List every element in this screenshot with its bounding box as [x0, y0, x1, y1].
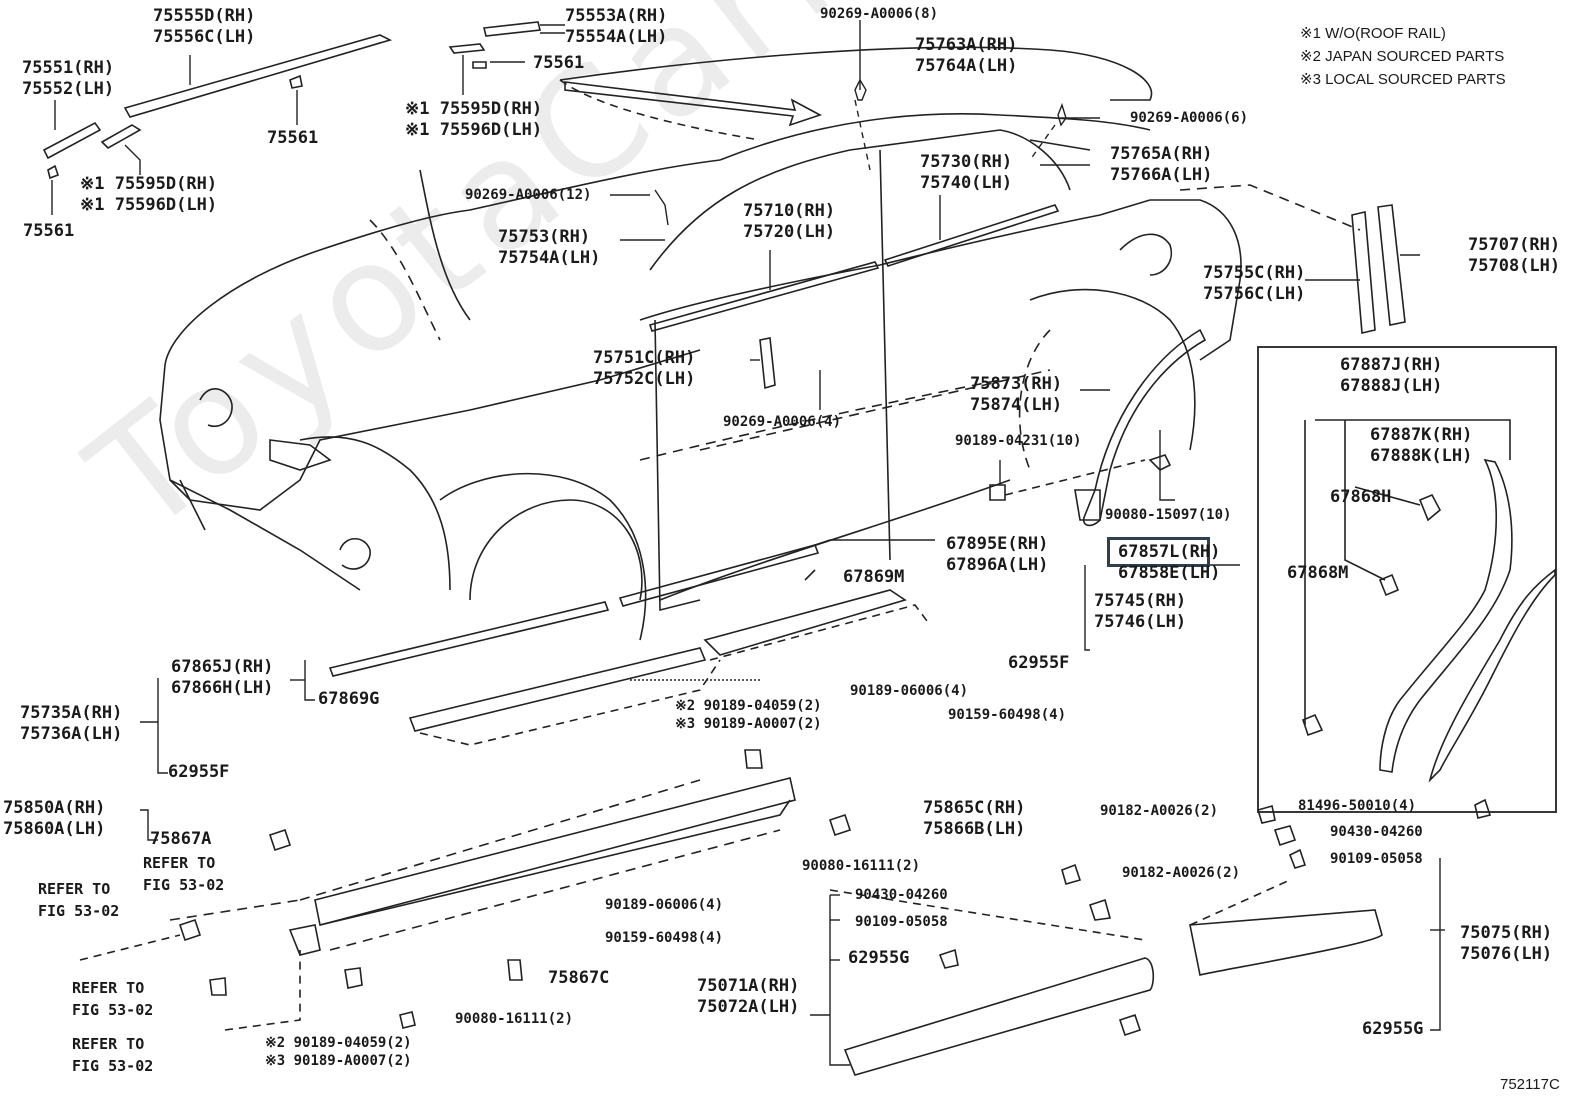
note-3: ※3 LOCAL SOURCED PARTS [1300, 71, 1506, 88]
part-label-clip-12[interactable]: 90269-A0006(12) [465, 187, 592, 203]
part-label-screw-16111-a[interactable]: 90080-16111(2) [802, 858, 921, 874]
part-label-75751c[interactable]: 75751C(RH)75752C(LH) [593, 348, 696, 389]
part-label-67868h[interactable]: 67868H [1330, 487, 1392, 507]
part-label-67887j[interactable]: 67887J(RH)67888J(LH) [1340, 355, 1443, 396]
bracket-lines [140, 564, 1445, 1066]
part-label-nut-06006-b[interactable]: 90189-06006(4) [605, 897, 724, 913]
part-label-75867a[interactable]: 75867A [150, 829, 212, 849]
part-label-75555d[interactable]: 75555D(RH)75556C(LH) [153, 6, 256, 47]
part-label-75753[interactable]: 75753(RH)75754A(LH) [498, 227, 601, 268]
figure-number: 752117C [1500, 1076, 1560, 1093]
part-label-nut-a0026-b[interactable]: 90182-A0026(2) [1122, 865, 1241, 881]
detail-inset-box [1257, 346, 1557, 813]
part-label-75561-top[interactable]: 75561 [533, 53, 585, 73]
part-label-67869g[interactable]: 67869G [318, 689, 380, 709]
part-label-clip-8[interactable]: 90269-A0006(8) [820, 6, 939, 22]
part-label-nut-06006-a[interactable]: 90189-06006(4) [850, 683, 969, 699]
part-label-67887k[interactable]: 67887K(RH)67888K(LH) [1370, 425, 1473, 466]
part-label-clip-6[interactable]: 90269-A0006(6) [1130, 110, 1249, 126]
inset-parts [1302, 419, 1556, 783]
part-label-75561-left[interactable]: 75561 [23, 221, 75, 241]
part-label-nut-a0026-a[interactable]: 90182-A0026(2) [1100, 803, 1219, 819]
part-label-75553a[interactable]: 75553A(RH)75554A(LH) [565, 6, 668, 47]
lower-end-mouldings [829, 798, 1492, 1076]
part-label-75710[interactable]: 75710(RH)75720(LH) [743, 201, 836, 242]
part-label-clip-4[interactable]: 90269-A0006(4) [723, 414, 842, 430]
part-label-75551[interactable]: 75551(RH)75552(LH) [22, 58, 115, 99]
part-label-67857l[interactable]: 67857L(RH)67858E(LH) [1118, 542, 1221, 583]
part-label-bolt-60498-a[interactable]: 90159-60498(4) [948, 707, 1067, 723]
part-label-75075[interactable]: 75075(RH)75076(LH) [1460, 923, 1553, 964]
part-label-screw-15097[interactable]: 90080-15097(10) [1105, 507, 1232, 523]
note-2: ※2 JAPAN SOURCED PARTS [1300, 48, 1505, 65]
part-label-67869m[interactable]: 67869M [843, 567, 905, 587]
side-sill-panel [79, 749, 852, 1031]
roof-rail-parts [42, 21, 541, 180]
part-label-62955f-right[interactable]: 62955F [1008, 653, 1070, 673]
part-label-75735a[interactable]: 75735A(RH)75736A(LH) [20, 703, 123, 744]
part-label-75850a[interactable]: 75850A(RH)75860A(LH) [3, 798, 106, 839]
highlight-box [1107, 537, 1210, 567]
part-label-bolt-05058-a[interactable]: 90109-05058 [1330, 851, 1423, 867]
part-label-nut-04231[interactable]: 90189-04231(10) [955, 433, 1082, 449]
part-label-75745[interactable]: 75745(RH)75746(LH) [1094, 591, 1187, 632]
part-label-screw-16111-b[interactable]: 90080-16111(2) [455, 1011, 574, 1027]
part-label-75071a[interactable]: 75071A(RH)75072A(LH) [697, 976, 800, 1017]
part-label-75867c[interactable]: 75867C [548, 968, 610, 988]
rear-pillar-garnish [1351, 204, 1406, 334]
part-label-75765a[interactable]: 75765A(RH)75766A(LH) [1110, 144, 1213, 185]
part-label-67865j[interactable]: 67865J(RH)67866H(LH) [171, 657, 274, 698]
part-label-nut-04059-a[interactable]: ※2 90189-04059(2)※3 90189-A0007(2) [675, 698, 822, 732]
part-label-75755c[interactable]: 75755C(RH)75756C(LH) [1203, 263, 1306, 304]
part-label-75707[interactable]: 75707(RH)75708(LH) [1468, 235, 1561, 276]
part-label-62955g-a[interactable]: 62955G [848, 948, 910, 968]
part-label-clip-81496[interactable]: 81496-50010(4) [1298, 798, 1417, 814]
part-label-bolt-05058-b[interactable]: 90109-05058 [855, 914, 948, 930]
part-label-62955f-left[interactable]: 62955F [168, 762, 230, 782]
direction-arrow [564, 81, 823, 127]
part-label-75873[interactable]: 75873(RH)75874(LH) [970, 374, 1063, 415]
part-label-nut-04059-b[interactable]: ※2 90189-04059(2)※3 90189-A0007(2) [265, 1035, 412, 1069]
part-label-bolt-60498-b[interactable]: 90159-60498(4) [605, 930, 724, 946]
part-label-75595d-left[interactable]: ※1 75595D(RH)※1 75596D(LH) [80, 174, 218, 215]
part-label-62955g-b[interactable]: 62955G [1362, 1019, 1424, 1039]
door-mouldings [648, 204, 1060, 390]
part-label-67868m[interactable]: 67868M [1287, 563, 1349, 583]
part-label-75763a[interactable]: 75763A(RH)75764A(LH) [915, 35, 1018, 76]
part-label-75561-mid[interactable]: 75561 [267, 128, 319, 148]
part-label-washer-04260-b[interactable]: 90430-04260 [855, 887, 948, 903]
part-label-75730[interactable]: 75730(RH)75740(LH) [920, 152, 1013, 193]
wheel-arch-moulding [989, 328, 1207, 527]
part-label-75865c[interactable]: 75865C(RH)75866B(LH) [923, 798, 1026, 839]
leader-lines [51, 20, 1420, 681]
part-label-washer-04260-a[interactable]: 90430-04260 [1330, 824, 1423, 840]
rocker-mouldings [328, 539, 935, 746]
part-label-67895e[interactable]: 67895E(RH)67896A(LH) [946, 534, 1049, 575]
note-1: ※1 W/O(ROOF RAIL) [1300, 25, 1446, 42]
part-label-75595d-right[interactable]: ※1 75595D(RH)※1 75596D(LH) [405, 99, 543, 140]
